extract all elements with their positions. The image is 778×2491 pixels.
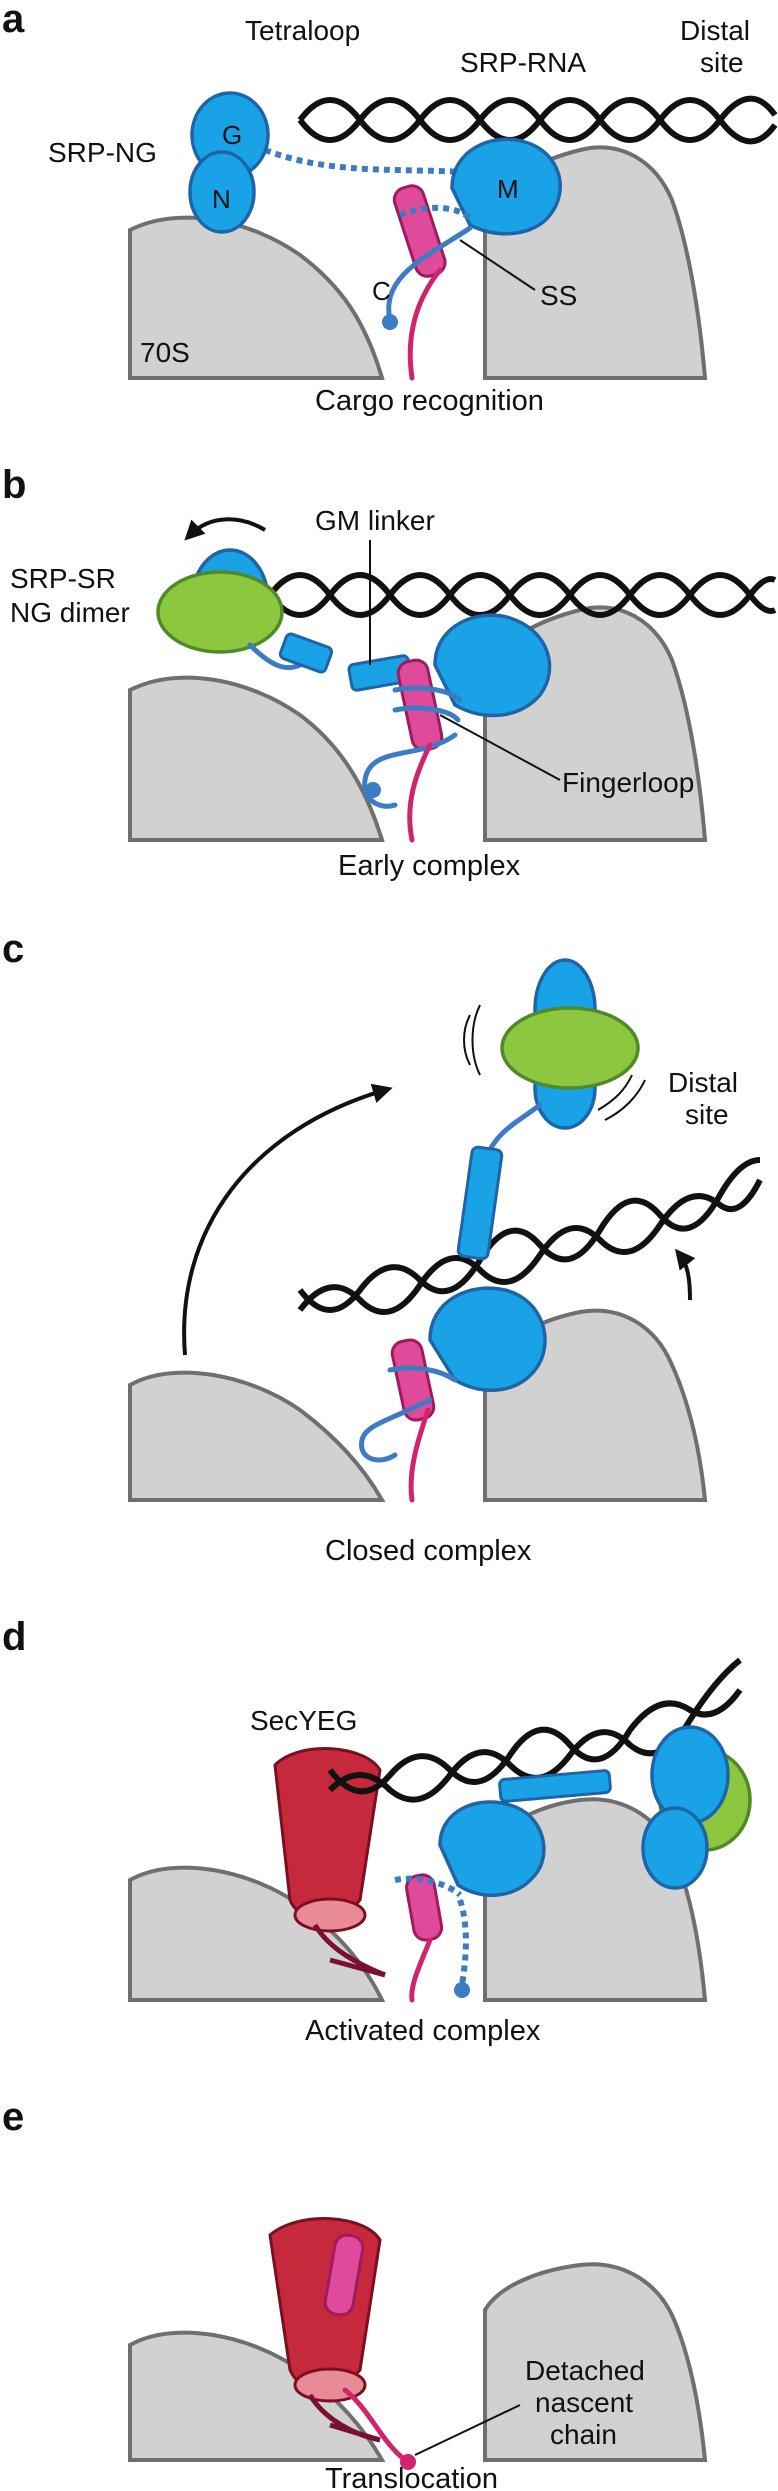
- gm-linker-helix-1: [278, 632, 334, 674]
- fingerloop-label: Fingerloop: [562, 767, 694, 798]
- panel-a-letter: a: [2, 0, 25, 41]
- ribosome-small-lobe: [128, 1370, 386, 1502]
- gm-linker-disordered: [263, 147, 461, 175]
- dimer-label-line2: NG dimer: [10, 597, 130, 628]
- c-terminus-dot: [382, 314, 398, 330]
- c-terminus-label: C: [372, 276, 391, 306]
- m-domain: [450, 137, 562, 236]
- signal-sequence: [392, 184, 447, 278]
- ribosome-label: 70S: [140, 337, 190, 368]
- motion-lines-left: [463, 1004, 481, 1076]
- n-domain-label: N: [212, 184, 231, 214]
- c-terminus-dot: [365, 782, 381, 798]
- panel-d-letter: d: [2, 1615, 26, 1659]
- srp-ng-label: SRP-NG: [48, 137, 157, 168]
- chain-terminus-dot: [400, 2454, 416, 2470]
- motion-lines-right: [597, 1074, 646, 1121]
- panel-e-letter: e: [2, 2095, 24, 2139]
- distal-site-label-line1: Distal: [668, 1067, 738, 1098]
- panel-e: e Detached nascent chain Translocation: [2, 2095, 708, 2491]
- srp-rna-strand-1: [297, 1178, 763, 1315]
- panel-d-caption: Activated complex: [305, 2015, 541, 2047]
- srp-rna-strand-2: [327, 1688, 743, 1795]
- distal-site-label-line1: Distal: [680, 15, 750, 46]
- detached-chain: [342, 2387, 408, 2463]
- panel-c-caption: Closed complex: [325, 1535, 532, 1567]
- distal-site-arrow: [675, 1248, 696, 1301]
- secyeg-label: SecYEG: [250, 1705, 357, 1736]
- dimer-label-line1: SRP-SR: [10, 563, 116, 594]
- distal-site-label-line2: site: [700, 47, 744, 78]
- c-terminal-linker: [386, 225, 473, 323]
- detached-label-line3: chain: [550, 2419, 617, 2450]
- panel-b-caption: Early complex: [338, 850, 521, 882]
- panel-c-letter: c: [2, 927, 24, 971]
- c-terminus-dot: [454, 1982, 470, 1998]
- nascent-chain: [407, 267, 443, 381]
- panel-b: b SRP-SR NG dimer GM linker Fingerloop E…: [2, 463, 777, 882]
- gm-linker: [487, 1102, 543, 1153]
- nascent-chain: [407, 742, 433, 843]
- ss-label: SS: [540, 280, 577, 311]
- nascent-chain: [409, 1937, 433, 2003]
- secyeg-bottom-rim: [293, 1897, 367, 1933]
- gm-linker-label: GM linker: [315, 505, 435, 536]
- srp-rna-strand-2: [297, 95, 778, 143]
- g-domain-label: G: [222, 120, 242, 150]
- m-domain-label: M: [497, 174, 519, 204]
- detached-label-line1: Detached: [525, 2355, 645, 2386]
- fingerloop-wrap: [387, 1365, 458, 1383]
- panel-d: d SecYEG Activated complex: [2, 1615, 752, 2047]
- m-domain: [433, 613, 552, 718]
- nascent-chain: [408, 1407, 431, 1503]
- srp-rna-strand-2: [297, 1157, 761, 1313]
- nascent-hairpin: [312, 1923, 386, 1978]
- fingerloop-dashes: [394, 1875, 463, 1898]
- fingerloop-wrap: [392, 685, 463, 723]
- gm-linker-helix: [498, 1769, 612, 1803]
- signal-sequence: [405, 1873, 444, 1942]
- srp-rna-strand-2: [267, 572, 777, 618]
- panel-a-caption: Cargo recognition: [315, 385, 544, 417]
- large-swing-arrow: [182, 1083, 393, 1356]
- n-domain: [188, 150, 256, 234]
- signal-sequence: [390, 1338, 436, 1422]
- ss-leader-line: [459, 239, 536, 291]
- nascent-hairpin: [307, 2393, 381, 2443]
- ribosome-small-lobe: [128, 215, 385, 380]
- m-domain-fingerloop-dashes: [398, 204, 472, 221]
- srp-ng-domain: [650, 1725, 730, 1825]
- sr-ng-domain: [500, 1006, 640, 1090]
- m-domain: [428, 1286, 547, 1392]
- detached-chain-leader: [414, 2404, 521, 2456]
- srp-rna-strand-1: [267, 572, 777, 618]
- distal-site-label-line2: site: [685, 1099, 729, 1130]
- m-domain: [438, 1800, 546, 1897]
- fingerloop-leader: [439, 714, 561, 781]
- gm-linker-loop: [247, 642, 303, 671]
- tetraloop-label: Tetraloop: [245, 15, 360, 46]
- gm-linker-helix: [456, 1145, 504, 1261]
- rotation-arrow: [184, 517, 267, 541]
- detached-label-line2: nascent: [535, 2387, 633, 2418]
- panel-a: a M C G N Tetraloop SRP-RNA Distal site …: [2, 0, 778, 417]
- panel-e-caption: Translocation: [325, 2463, 498, 2491]
- c-terminal-linker: [359, 1397, 433, 1463]
- signal-sequence-in-channel: [323, 2233, 365, 2317]
- ribosome-large-lobe: [483, 2262, 708, 2462]
- ribosome-small-lobe: [128, 675, 385, 842]
- panel-b-letter: b: [2, 463, 26, 507]
- sr-ng-domain: [156, 570, 284, 654]
- srp-n-domain: [641, 1806, 709, 1890]
- panel-c: c Distal site Closed complex: [2, 927, 763, 1567]
- c-terminal-dashes: [457, 1899, 469, 1986]
- srp-rna-label: SRP-RNA: [460, 47, 586, 78]
